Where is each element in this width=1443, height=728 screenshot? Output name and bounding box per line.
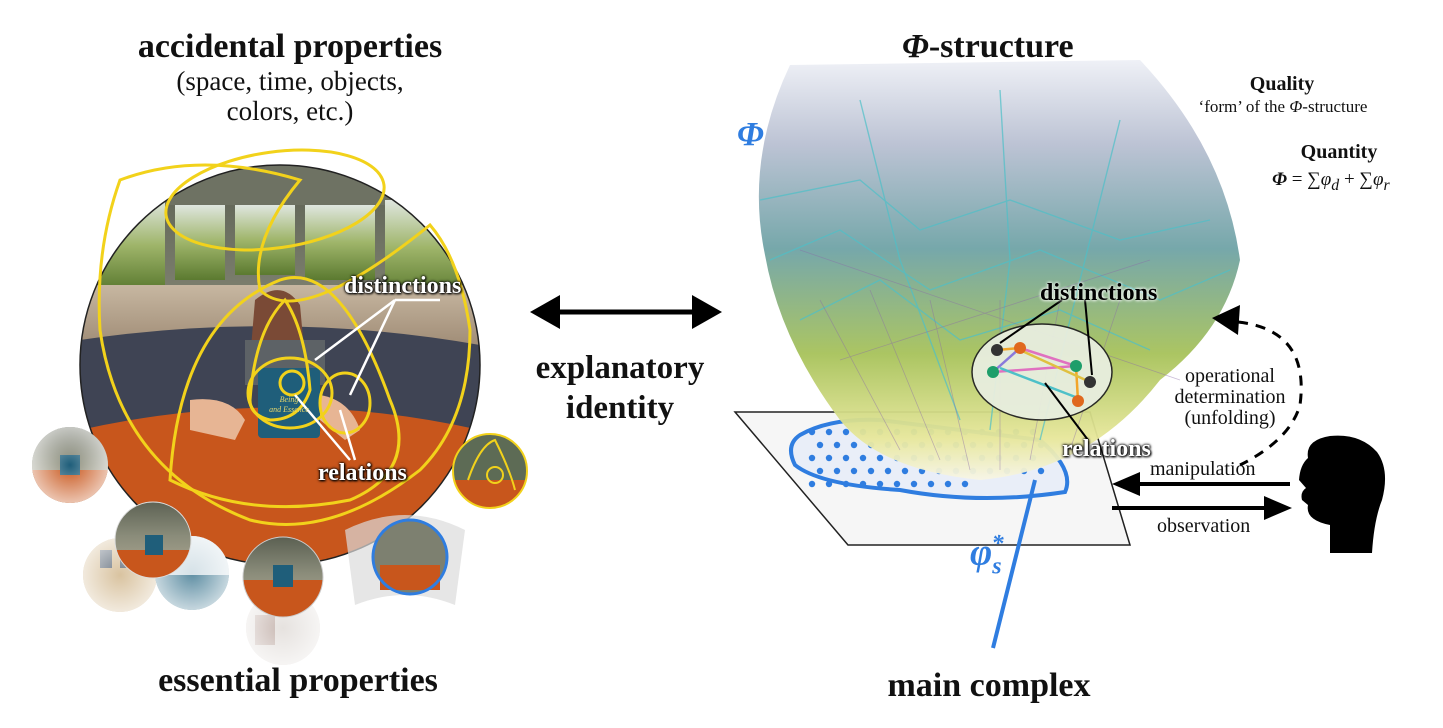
complex-unit-dot [825,480,833,488]
complex-unit-dot [842,428,850,436]
variant-thumb-8 [345,515,465,605]
explanatory-identity-arrow [530,295,722,329]
identity-label: identity [565,390,675,426]
main-complex-pointer [991,479,1037,649]
quality-desc-suffix: -structure [1302,97,1368,116]
right-relations-label: relations [1062,436,1151,462]
complex-unit-dot [808,428,816,436]
phi-s-sub: s [992,553,1002,580]
distinction-outlines [97,148,472,526]
main-complex-title: main complex [887,667,1091,704]
quantity-title: Quantity [1300,141,1378,163]
complex-unit-dot [816,441,824,449]
phi-s-symbol: φ [970,531,993,574]
left-distinctions-label: distinctions [344,273,462,299]
book-text-line2: and Essence [269,405,309,414]
complex-unit-dot [884,467,892,475]
complex-unit-dot [876,454,884,462]
complex-unit-dot [808,480,816,488]
complex-unit-dot [1037,467,1045,475]
phi-structure-title-rest: -structure [928,28,1074,65]
complex-unit-dot [944,480,952,488]
complex-unit-dot [833,467,841,475]
explanatory-label: explanatory [535,350,705,386]
book-text-line1: Being [280,395,299,404]
phi-inset [971,299,1113,441]
phi-structure-title: Φ-structure [902,30,1074,64]
quality-title: Quality [1249,73,1315,95]
operational-label-3: (unfolding) [1184,407,1276,429]
quantity-formula-sub1: d [1331,176,1340,194]
phi-s-sup: * [991,531,1004,557]
quality-description: ‘form’ of the Φ-structure [1199,98,1368,115]
complex-unit-dot [833,441,841,449]
accidental-properties-title: accidental properties [137,28,443,65]
observation-arrow [1112,496,1292,520]
complex-unit-dot [808,454,816,462]
quantity-formula-term2: φ [1372,169,1384,190]
quantity-formula-plus: + ∑ [1339,169,1373,190]
phi-structure-title-symbol: Φ [902,28,929,65]
operational-label-1: operational [1185,365,1275,387]
operational-label-2: determination [1174,386,1286,408]
right-distinctions-label: distinctions [1040,280,1158,306]
variant-thumb-1 [32,427,108,503]
quality-desc-prefix: ‘form’ of the [1198,97,1290,116]
complex-unit-dot [910,480,918,488]
quantity-formula-eq: = ∑ [1287,169,1321,190]
phi-symbol-label: Φ [737,116,764,153]
complex-unit-dot [901,467,909,475]
quantity-formula-sub2: r [1383,176,1390,194]
left-pointer-lines [294,298,440,461]
complex-unit-dot [842,480,850,488]
operational-determination-arrow [1212,305,1303,467]
complex-unit-dot [859,480,867,488]
complex-unit-dot [842,454,850,462]
quantity-formula: Φ = ∑φd + ∑φr [1272,170,1390,194]
quantity-formula-lhs: Φ [1272,169,1287,190]
complex-unit-dot [867,467,875,475]
observer-head-icon [1299,435,1386,553]
complex-unit-dot [825,428,833,436]
complex-unit-dot [893,480,901,488]
quantity-formula-term1: φ [1320,169,1332,190]
complex-unit-dot [961,480,969,488]
complex-unit-dot [850,441,858,449]
complex-unit-dot [859,454,867,462]
complex-unit-dot [850,467,858,475]
quality-desc-symbol: Φ [1289,97,1303,116]
complex-unit-dot [876,480,884,488]
variant-thumbnails [32,427,528,665]
accidental-properties-subtitle-1: (space, time, objects, [176,66,404,96]
essential-properties-title: essential properties [158,662,438,699]
complex-unit-dot [816,467,824,475]
accidental-properties-subtitle-2: colors, etc.) [226,96,354,126]
observation-label: observation [1157,515,1251,537]
complex-unit-dot [927,480,935,488]
variant-thumb-7 [242,536,324,618]
manipulation-arrow [1112,472,1290,496]
complex-unit-dot [825,454,833,462]
phi-s-star-label: φs* [970,532,1014,578]
manipulation-label: manipulation [1150,458,1256,480]
left-relations-label: relations [318,460,407,486]
